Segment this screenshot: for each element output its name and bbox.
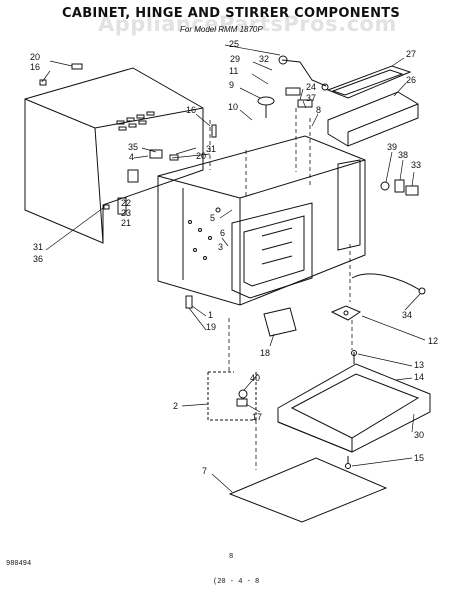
callout-5: 5 — [210, 213, 215, 223]
callout-23: 23 — [121, 208, 131, 218]
callout-29: 29 — [230, 54, 240, 64]
assembly-lines — [209, 108, 353, 470]
callout-16b: 16 — [186, 105, 196, 115]
callout-38: 38 — [398, 150, 408, 160]
watermark-text: AppliancePartsPros.com — [98, 12, 397, 36]
hinge-assembly — [207, 371, 257, 421]
callout-16: 16 — [30, 62, 40, 72]
tray-frame — [277, 350, 431, 469]
callout-4: 4 — [129, 152, 134, 162]
callout-36: 36 — [33, 254, 43, 264]
callout-3: 3 — [218, 242, 223, 252]
callout-8: 8 — [316, 105, 321, 115]
callout-labels: 20 16 25 29 32 11 27 26 9 24 37 10 16 8 … — [30, 39, 438, 476]
top-vent-cover — [326, 65, 419, 147]
cabinet-wrapper — [24, 67, 204, 244]
callout-14: 14 — [414, 372, 424, 382]
callout-20b: 20 — [196, 151, 206, 161]
callout-26: 26 — [406, 75, 416, 85]
callout-7: 7 — [202, 466, 207, 476]
stirrer-blade — [330, 305, 362, 321]
callout-34: 34 — [402, 310, 412, 320]
callout-1: 1 — [208, 310, 213, 320]
callout-2: 2 — [173, 401, 178, 411]
callout-30: 30 — [414, 430, 424, 440]
callout-9: 9 — [229, 80, 234, 90]
callout-21: 21 — [121, 218, 131, 228]
callout-10: 10 — [228, 102, 238, 112]
footer-bottom-code: (20 - 4 - 8 — [213, 578, 260, 586]
footer-left-code: 980494 — [6, 560, 32, 568]
callout-31b: 31 — [33, 242, 43, 252]
cover-plate — [263, 307, 297, 337]
callout-40: 40 — [250, 373, 260, 383]
callout-32: 32 — [259, 54, 269, 64]
callout-6: 6 — [220, 228, 225, 238]
callout-15: 15 — [414, 453, 424, 463]
callout-39: 39 — [387, 142, 397, 152]
callout-25: 25 — [229, 39, 239, 49]
callout-24: 24 — [306, 82, 316, 92]
callout-22: 22 — [121, 198, 131, 208]
diagram-subtitle: For Model RMM 1870P — [180, 25, 263, 34]
callout-12: 12 — [428, 336, 438, 346]
footer-center-mark: 8 — [229, 553, 234, 561]
callout-20: 20 — [30, 52, 40, 62]
oven-chassis — [157, 135, 366, 306]
callout-11: 11 — [229, 66, 238, 76]
callout-37: 37 — [306, 93, 316, 103]
diagram-title: CABINET, HINGE AND STIRRER COMPONENTS — [62, 6, 401, 21]
leader-lines — [41, 44, 426, 493]
callout-35: 35 — [128, 142, 138, 152]
callout-19: 19 — [206, 322, 216, 332]
callout-13: 13 — [414, 360, 424, 370]
callout-17: 17 — [252, 412, 262, 422]
sensor-cable — [351, 273, 426, 295]
stirrer-motor-assembly — [257, 55, 329, 118]
callout-18: 18 — [260, 348, 270, 358]
bottom-plate — [228, 457, 388, 523]
callout-31: 31 — [206, 144, 216, 154]
callout-33: 33 — [411, 160, 421, 170]
callout-27: 27 — [406, 49, 416, 59]
